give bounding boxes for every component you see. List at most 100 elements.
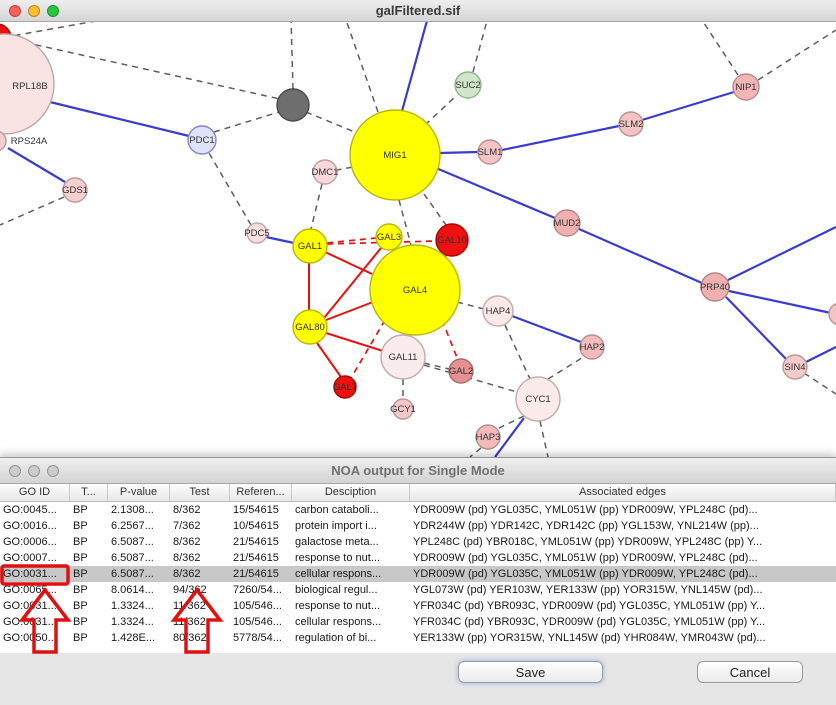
graph-node-unlabeled[interactable] xyxy=(828,303,836,325)
graph-edge[interactable] xyxy=(501,124,620,152)
graph-edge[interactable] xyxy=(213,111,280,133)
graph-edge[interactable] xyxy=(324,251,373,275)
graph-edge[interactable] xyxy=(305,111,363,136)
graph-edge[interactable] xyxy=(727,226,836,281)
graph-node-MUD2[interactable] xyxy=(553,209,581,237)
zoom-icon[interactable] xyxy=(47,464,59,477)
graph-node-GCY1[interactable] xyxy=(392,398,414,420)
graph-edge[interactable] xyxy=(496,415,525,430)
close-icon[interactable] xyxy=(9,4,21,17)
graph-edge[interactable] xyxy=(345,22,379,113)
graph-edge[interactable] xyxy=(547,355,586,380)
graph-node-RPS24A[interactable] xyxy=(0,131,7,151)
graph-edge[interactable] xyxy=(13,39,281,100)
graph-edge[interactable] xyxy=(208,152,252,226)
graph-node-SLM2[interactable] xyxy=(618,111,644,137)
column-header[interactable]: Referen... xyxy=(230,484,292,501)
graph-node-MIG1[interactable] xyxy=(349,109,441,201)
close-icon[interactable] xyxy=(9,464,21,477)
noa-window-titlebar[interactable]: NOA output for Single Mode xyxy=(0,458,836,484)
graph-edge[interactable] xyxy=(700,22,739,76)
graph-node-PRP40[interactable] xyxy=(700,272,730,302)
graph-node-GAL10[interactable] xyxy=(435,223,469,257)
minimize-icon[interactable] xyxy=(28,4,40,17)
graph-edge[interactable] xyxy=(641,90,735,122)
graph-edge[interactable] xyxy=(7,147,66,183)
graph-edge[interactable] xyxy=(423,193,447,226)
graph-edge[interactable] xyxy=(456,301,485,310)
graph-edge[interactable] xyxy=(504,324,531,380)
graph-node-CYC1[interactable] xyxy=(515,376,561,422)
column-header[interactable]: Test xyxy=(170,484,230,501)
graph-node-GAL1[interactable] xyxy=(292,228,328,264)
graph-edge[interactable] xyxy=(439,150,479,155)
graph-edge[interactable] xyxy=(316,342,342,378)
graph-edge[interactable] xyxy=(400,22,428,112)
graph-edge[interactable] xyxy=(398,199,412,246)
graph-node-NIP1[interactable] xyxy=(732,73,760,101)
graph-edge[interactable] xyxy=(49,100,190,138)
graph-edge[interactable] xyxy=(805,346,836,363)
graph-edge[interactable] xyxy=(290,22,294,90)
graph-edge[interactable] xyxy=(472,22,488,73)
graph-node-PDC1[interactable] xyxy=(187,125,217,155)
graph-edge[interactable] xyxy=(325,301,374,321)
graph-edge[interactable] xyxy=(757,29,836,81)
graph-edge[interactable] xyxy=(803,372,836,395)
minimize-icon[interactable] xyxy=(28,464,40,477)
graph-edge[interactable] xyxy=(435,166,556,220)
graph-node-SUC2[interactable] xyxy=(454,71,482,99)
graph-node-SLM1[interactable] xyxy=(477,139,503,165)
graph-node-GAL80[interactable] xyxy=(292,309,328,345)
graph-edge[interactable] xyxy=(728,289,832,315)
graph-node-HAP4[interactable] xyxy=(482,295,514,327)
graph-edge[interactable] xyxy=(725,296,788,361)
graph-edge[interactable] xyxy=(539,420,549,457)
graph-node-PDC5[interactable] xyxy=(246,222,268,244)
graph-edge[interactable] xyxy=(578,227,703,285)
column-header[interactable]: Desciption xyxy=(292,484,410,501)
graph-node-HAP3[interactable] xyxy=(475,424,501,450)
graph-edge[interactable] xyxy=(469,447,482,457)
graph-edge[interactable] xyxy=(265,235,295,245)
graph-node-GAL4[interactable] xyxy=(369,244,461,336)
save-button[interactable]: Save xyxy=(458,661,603,683)
graph-edge[interactable] xyxy=(326,240,437,245)
graph-node-GAL3[interactable] xyxy=(375,223,403,251)
graph-edge[interactable] xyxy=(11,22,118,37)
column-header[interactable]: P-value xyxy=(108,484,170,501)
graph-edge[interactable] xyxy=(350,319,386,379)
graph-edge[interactable] xyxy=(325,332,384,352)
graph-window-titlebar[interactable]: galFiltered.sif xyxy=(0,0,836,22)
graph-node-GAL11[interactable] xyxy=(380,334,426,380)
graph-edge[interactable] xyxy=(423,362,450,370)
graph-node-GDS1[interactable] xyxy=(62,177,88,203)
graph-node-unlabeled[interactable] xyxy=(276,88,310,122)
graph-edge[interactable] xyxy=(511,314,582,344)
zoom-icon[interactable] xyxy=(47,4,59,17)
graph-edge[interactable] xyxy=(494,417,525,457)
graph-edge[interactable] xyxy=(310,183,323,230)
graph-edge[interactable] xyxy=(424,94,458,126)
graph-node-HAP2[interactable] xyxy=(579,334,605,360)
graph-node-GAL7[interactable] xyxy=(333,375,357,399)
graph-edge[interactable] xyxy=(0,196,65,226)
column-header[interactable]: Associated edges xyxy=(410,484,836,501)
graph-node-GAL2[interactable] xyxy=(448,358,474,384)
graph-node-SIN4[interactable] xyxy=(782,354,808,380)
cancel-button[interactable]: Cancel xyxy=(697,661,803,683)
column-header[interactable]: T... xyxy=(70,484,108,501)
column-header[interactable]: GO ID xyxy=(0,484,70,501)
graph-edge[interactable] xyxy=(326,237,377,244)
graph-edge[interactable] xyxy=(323,247,382,319)
